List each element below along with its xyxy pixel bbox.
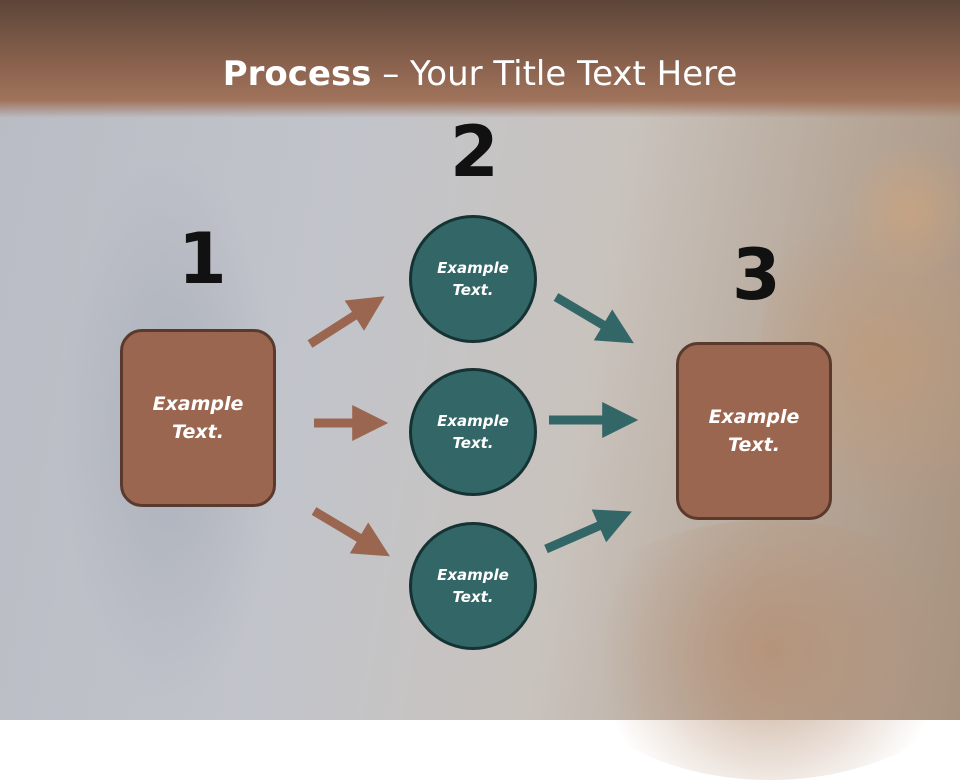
title-rest: – Your Title Text Here [371, 54, 738, 94]
step-2-text: Example Text. [437, 411, 509, 453]
step-2-circle: Example Text. [409, 522, 537, 650]
step-2-circle: Example Text. [409, 215, 537, 343]
step-number-1: 1 [178, 218, 227, 300]
step-2-circle: Example Text. [409, 368, 537, 496]
step-3-text: Example Text. [708, 405, 800, 457]
step-2-text: Example Text. [437, 565, 509, 607]
arrow-layer [307, 293, 639, 557]
arrow-right-icon [307, 296, 385, 348]
arrow-right-icon [311, 507, 390, 557]
step-1-box: Example Text. [120, 329, 276, 507]
arrow-right-icon [544, 509, 632, 554]
step-2-text: Example Text. [437, 258, 509, 300]
step-3-box: Example Text. [676, 342, 832, 520]
arrow-right-icon [553, 293, 634, 344]
title-bold: Process [222, 54, 372, 94]
coral-shape [840, 140, 960, 280]
title-bar [0, 0, 960, 118]
step-number-2: 2 [450, 111, 499, 193]
step-number-3: 3 [732, 234, 781, 316]
step-1-text: Example Text. [152, 392, 244, 444]
slide-title: Process – Your Title Text Here [0, 54, 960, 94]
